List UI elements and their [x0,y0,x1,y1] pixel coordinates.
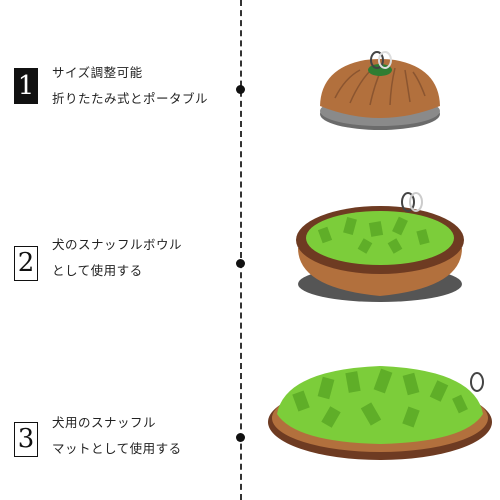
timeline-dot-1 [236,85,245,94]
step-3-line-1: 犬用のスナッフル [52,415,157,430]
timeline-dot-3 [236,433,245,442]
step-2-line-2: として使用する [52,263,143,278]
dashed-timeline [240,0,242,500]
snuffle-bowl-image [296,192,464,302]
timeline-dot-2 [236,259,245,268]
step-1-line-2: 折りたたみ式とポータブル [52,91,209,106]
step-number-badge: 3 [14,422,38,457]
folded-pouch-image [320,51,440,130]
step-1-line-1: サイズ調整可能 [52,65,143,80]
snuffle-mat-image [268,366,492,460]
step-number-badge: 1 [14,68,38,104]
step-2-line-1: 犬のスナッフルボウル [52,237,183,252]
step-3-line-2: マットとして使用する [52,441,182,456]
step-number-badge: 2 [14,246,38,281]
